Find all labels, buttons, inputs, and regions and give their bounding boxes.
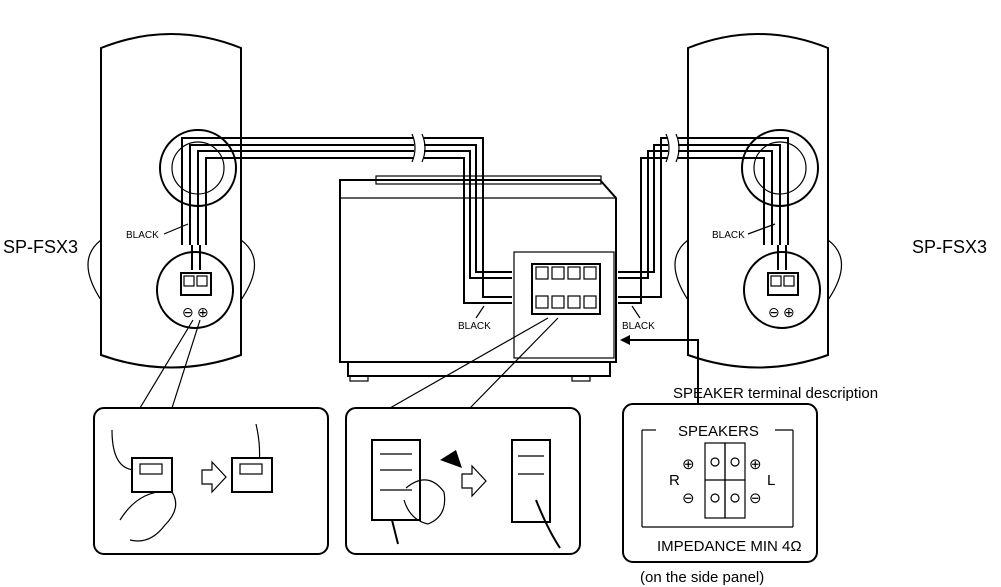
wire-insertion-detail-panel (93, 319, 329, 555)
left-speaker-wire-label: BLACK (126, 230, 159, 241)
speakers-panel-title: SPEAKERS (678, 423, 759, 440)
main-unit-right-wire-label: BLACK (622, 321, 655, 332)
main-unit-left-wire-label: BLACK (458, 321, 491, 332)
left-speaker-minus-symbol: ⊖ (182, 304, 194, 320)
left-speaker: ⊖ ⊕ BLACK (87, 33, 255, 369)
left-minus-symbol: ⊖ (749, 490, 762, 507)
right-speaker-plus-symbol: ⊕ (783, 304, 795, 320)
terminal-description: SPEAKER terminal description SPEAKERS R … (620, 335, 878, 586)
left-speaker-model-label: SP-FSX3 (3, 237, 78, 257)
right-speaker-wire-label: BLACK (712, 230, 745, 241)
right-channel-label: R (669, 472, 680, 489)
terminal-description-caption: SPEAKER terminal description (673, 385, 878, 402)
left-channel-label: L (767, 472, 775, 489)
left-speaker-plus-symbol: ⊕ (197, 304, 209, 320)
right-speaker: ⊖ ⊕ BLACK (674, 33, 842, 369)
right-speaker-minus-symbol: ⊖ (768, 304, 780, 320)
right-speaker-model-label: SP-FSX3 (912, 237, 987, 257)
impedance-label: IMPEDANCE MIN 4Ω (657, 538, 802, 555)
left-plus-symbol: ⊕ (749, 456, 762, 473)
right-minus-symbol: ⊖ (682, 490, 695, 507)
terminal-press-detail-panel (345, 317, 581, 555)
location-note: (on the side panel) (640, 569, 764, 586)
right-plus-symbol: ⊕ (682, 456, 695, 473)
speaker-wires (181, 133, 789, 304)
